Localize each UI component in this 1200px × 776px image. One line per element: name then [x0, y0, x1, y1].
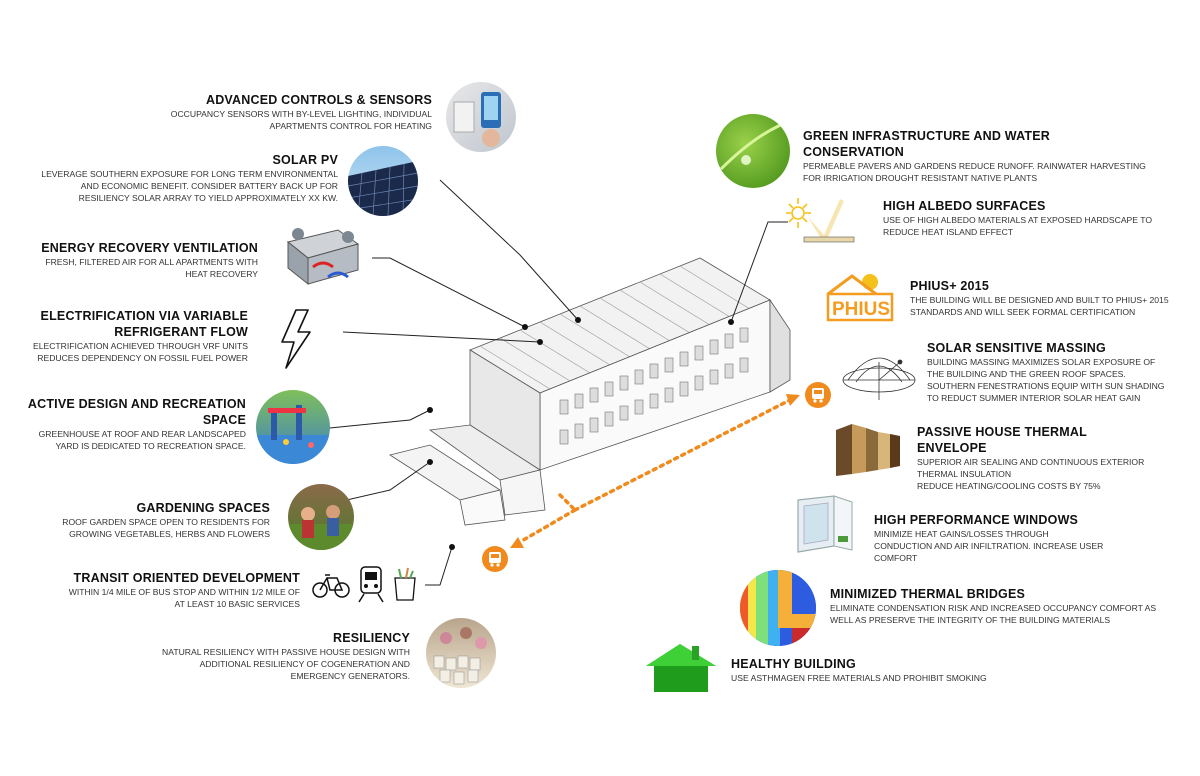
item-title: MINIMIZED THERMAL BRIDGES [830, 587, 1026, 601]
item-thermal-bridges: MINIMIZED THERMAL BRIDGES ELIMINATE COND… [830, 586, 1160, 626]
green-house-icon [644, 640, 718, 694]
item-title: ENERGY RECOVERY VENTILATION [41, 241, 258, 255]
item-title: SOLAR SENSITIVE MASSING [927, 341, 1106, 355]
item-solar-pv: SOLAR PV LEVERAGE SOUTHERN EXPOSURE FOR … [40, 152, 338, 204]
bus-icon [805, 382, 831, 408]
item-title: TRANSIT ORIENTED DEVELOPMENT [73, 571, 300, 585]
item-description: USE ASTHMAGEN FREE MATERIALS AND PROHIBI… [731, 673, 987, 683]
item-title: PASSIVE HOUSE THERMAL ENVELOPE [917, 425, 1087, 455]
item-description: PERMEABLE PAVERS AND GARDENS REDUCE RUNO… [803, 161, 1146, 183]
garden-photo [288, 484, 354, 550]
item-description: WITHIN 1/4 MILE OF BUS STOP AND WITHIN 1… [68, 587, 300, 609]
thermostat-photo [446, 82, 516, 152]
bicycle-icon [312, 570, 350, 600]
item-resiliency: RESILIENCY NATURAL RESILIENCY WITH PASSI… [150, 630, 410, 682]
item-title: HIGH PERFORMANCE WINDOWS [874, 513, 1079, 527]
item-description: THE BUILDING WILL BE DESIGNED AND BUILT … [910, 295, 1169, 317]
item-title: SOLAR PV [272, 153, 338, 167]
item-description: GREENHOUSE AT ROOF AND REAR LANDSCAPED Y… [38, 429, 246, 451]
item-gardening: GARDENING SPACES ROOF GARDEN SPACE OPEN … [40, 500, 270, 540]
window-frame-icon [794, 494, 860, 554]
playground-photo [256, 390, 330, 464]
item-title: ACTIVE DESIGN AND RECREATION SPACE [27, 397, 246, 427]
item-description: BUILDING MASSING MAXIMIZES SOLAR EXPOSUR… [927, 357, 1165, 403]
bus-icon [482, 546, 508, 572]
item-title: HIGH ALBEDO SURFACES [883, 199, 1046, 213]
item-title: PHIUS+ 2015 [910, 279, 989, 293]
grocery-bag-icon [392, 566, 418, 602]
resiliency-photo [426, 618, 496, 688]
item-description: NATURAL RESILIENCY WITH PASSIVE HOUSE DE… [162, 647, 410, 681]
item-thermal-envelope: PASSIVE HOUSE THERMAL ENVELOPE SUPERIOR … [917, 424, 1147, 492]
item-solar-massing: SOLAR SENSITIVE MASSING BUILDING MASSING… [927, 340, 1167, 404]
leaf-droplet-photo [716, 114, 790, 188]
item-healthy-building: HEALTHY BUILDING USE ASTHMAGEN FREE MATE… [731, 656, 1031, 684]
item-high-albedo: HIGH ALBEDO SURFACES USE OF HIGH ALBEDO … [883, 198, 1173, 238]
item-title: GARDENING SPACES [136, 501, 270, 515]
item-title: ELECTRIFICATION VIA VARIABLE REFRIGERANT… [40, 309, 248, 339]
item-active-design: ACTIVE DESIGN AND RECREATION SPACE GREEN… [20, 396, 246, 452]
item-description: ELECTRIFICATION ACHIEVED THROUGH VRF UNI… [32, 341, 248, 363]
item-description: ROOF GARDEN SPACE OPEN TO RESIDENTS FOR … [62, 517, 270, 539]
sun-path-diagram-icon [838, 342, 920, 402]
item-title: RESILIENCY [332, 631, 410, 645]
item-title: ADVANCED CONTROLS & SENSORS [205, 93, 432, 107]
item-description: MINIMIZE HEAT GAINS/LOSSES THROUGH CONDU… [874, 529, 1104, 563]
item-description: OCCUPANCY SENSORS WITH BY-LEVEL LIGHTING… [170, 109, 432, 131]
item-description: FRESH, FILTERED AIR FOR ALL APARTMENTS W… [45, 257, 258, 279]
item-description-highlight: REDUCE HEATING/COOLING COSTS BY 75% [917, 481, 1101, 491]
item-advanced-controls: ADVANCED CONTROLS & SENSORS OCCUPANCY SE… [150, 92, 432, 132]
sun-reflection-icon [784, 195, 860, 247]
item-description: ELIMINATE CONDENSATION RISK AND INCREASE… [830, 603, 1157, 625]
erv-unit-icon [268, 222, 368, 292]
item-title: HEALTHY BUILDING [731, 657, 856, 671]
phius-logo: PHIUS [822, 272, 898, 322]
item-title: GREEN INFRASTRUCTURE AND WATER CONSERVAT… [803, 129, 1050, 159]
item-phius: PHIUS+ 2015 THE BUILDING WILL BE DESIGNE… [910, 278, 1190, 318]
train-icon [356, 564, 386, 604]
phius-logo-text: PHIUS [832, 299, 890, 320]
item-erv: ENERGY RECOVERY VENTILATION FRESH, FILTE… [40, 240, 258, 280]
item-description: SUPERIOR AIR SEALING AND CONTINUOUS EXTE… [917, 457, 1145, 479]
thermal-bridge-heatmap [740, 570, 816, 646]
item-description: LEVERAGE SOUTHERN EXPOSURE FOR LONG TERM… [41, 169, 338, 203]
item-green-infrastructure: GREEN INFRASTRUCTURE AND WATER CONSERVAT… [803, 128, 1153, 184]
building-axonometric [389, 257, 791, 526]
lightning-bolt-icon [276, 308, 316, 370]
solar-panel-photo [348, 146, 418, 216]
item-electrification: ELECTRIFICATION VIA VARIABLE REFRIGERANT… [20, 308, 248, 364]
item-transit: TRANSIT ORIENTED DEVELOPMENT WITHIN 1/4 … [60, 570, 300, 610]
wall-section-icon [832, 422, 904, 476]
item-description: USE OF HIGH ALBEDO MATERIALS AT EXPOSED … [883, 215, 1153, 237]
item-windows: HIGH PERFORMANCE WINDOWS MINIMIZE HEAT G… [874, 512, 1104, 564]
